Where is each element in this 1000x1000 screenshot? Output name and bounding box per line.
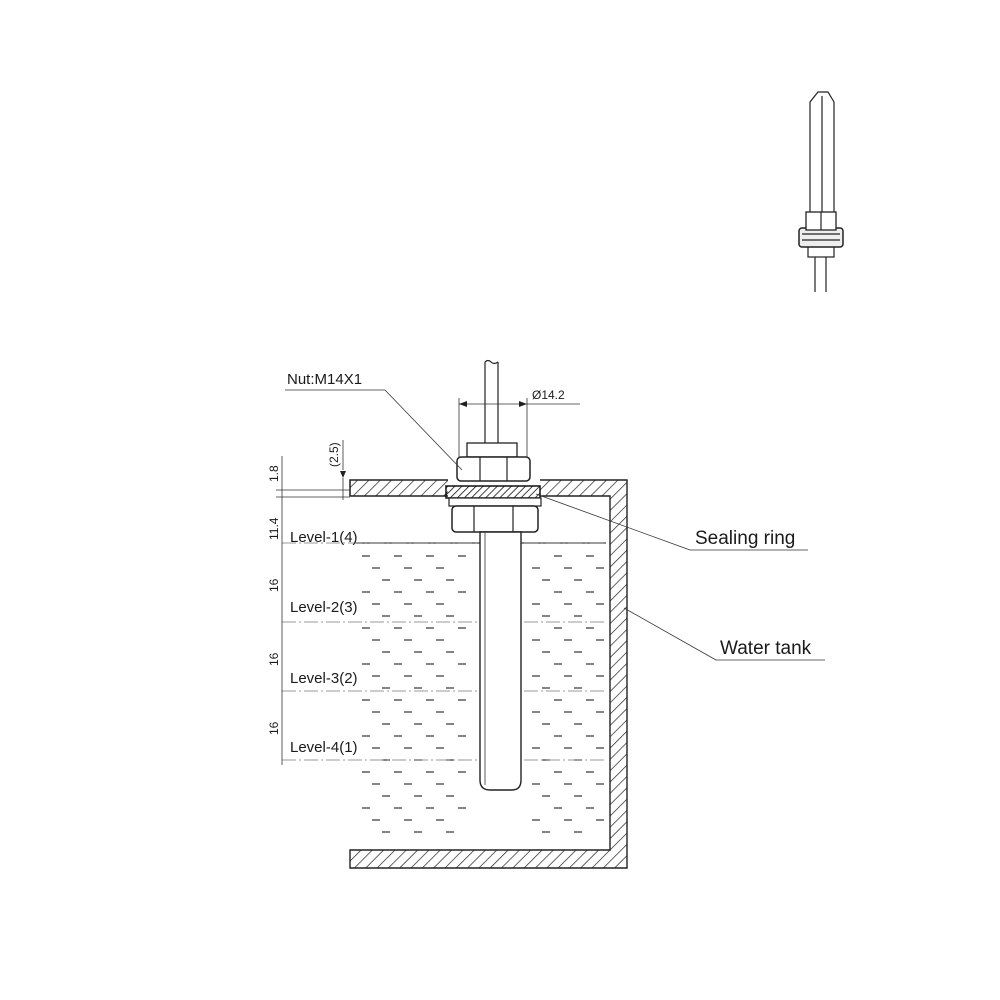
dim-seg1: 11.4 — [267, 517, 281, 540]
sensor-product-thumbnail — [798, 91, 844, 292]
sealing-ring-callout: Sealing ring — [535, 493, 808, 551]
diameter-dimension: Ø14.2 — [458, 388, 580, 458]
height-dimensions: (2.5) 1.8 11.4 16 16 16 — [267, 440, 350, 765]
diameter-label: Ø14.2 — [532, 388, 565, 402]
dim-seg4: 16 — [267, 721, 281, 735]
dim-top-offset: (2.5) — [327, 442, 341, 467]
level-labels: Level-1(4) Level-2(3) Level-3(2) Level-4… — [290, 529, 358, 756]
nut-label: Nut:M14X1 — [287, 371, 362, 388]
dim-seg2: 16 — [267, 578, 281, 592]
level-1-label: Level-1(4) — [290, 529, 358, 546]
nut-callout: Nut:M14X1 — [285, 371, 463, 471]
water-tank-callout: Water tank — [623, 607, 825, 661]
water-tank-label: Water tank — [720, 638, 812, 659]
level-4-label: Level-4(1) — [290, 739, 358, 756]
dim-wall: 1.8 — [267, 465, 281, 482]
level-sensor — [445, 359, 542, 791]
sealing-ring — [445, 485, 541, 499]
sealing-ring-label: Sealing ring — [695, 528, 795, 549]
water-fill — [362, 555, 604, 833]
dim-seg3: 16 — [267, 652, 281, 666]
level-3-label: Level-3(2) — [290, 670, 358, 687]
level-lines — [282, 542, 606, 761]
level-2-label: Level-2(3) — [290, 599, 358, 616]
